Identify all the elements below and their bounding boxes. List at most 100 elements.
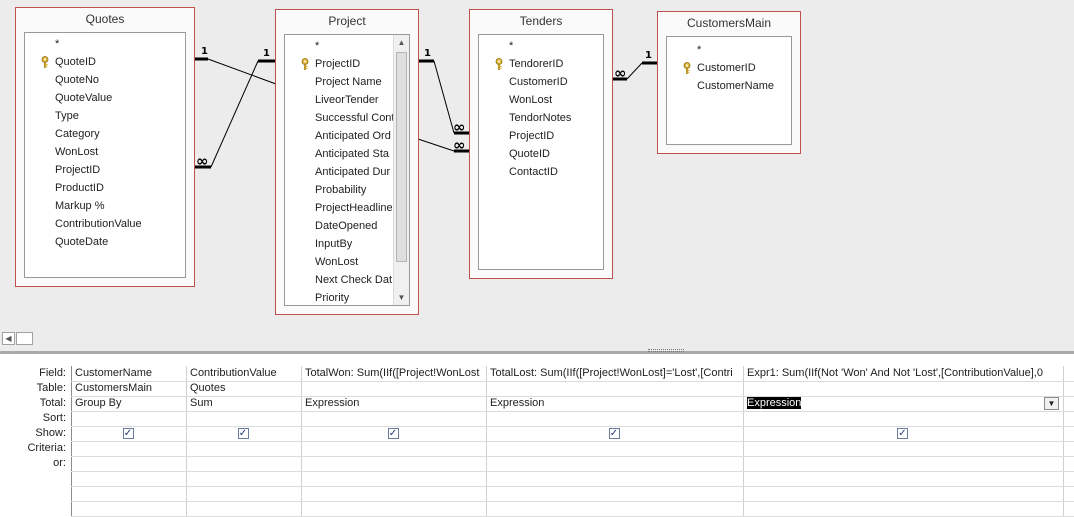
- grid-cell-sort[interactable]: [487, 411, 742, 426]
- grid-cell-text: ContributionValue: [190, 367, 277, 379]
- grid-cell-table[interactable]: [744, 381, 1062, 396]
- field-item[interactable]: LiveorTender: [315, 94, 379, 106]
- field-item[interactable]: CustomerName: [697, 80, 775, 92]
- field-item[interactable]: QuoteDate: [55, 236, 109, 248]
- grid-cell-field[interactable]: CustomerName: [72, 366, 185, 381]
- grid-cell-field[interactable]: Expr1: Sum(IIf(Not 'Won' And Not 'Lost',…: [744, 366, 1062, 381]
- show-checkbox[interactable]: ✓: [122, 428, 134, 439]
- field-item[interactable]: DateOpened: [315, 220, 378, 232]
- show-checkbox[interactable]: ✓: [897, 428, 908, 439]
- grid-cell-table[interactable]: [487, 381, 742, 396]
- field-item[interactable]: ContributionValue: [55, 218, 142, 230]
- grid-cell-table[interactable]: [302, 381, 485, 396]
- table-window-customersmain[interactable]: CustomersMain * CustomerID CustomerName: [657, 11, 801, 154]
- grid-cell-text: Quotes: [190, 382, 226, 394]
- table-title[interactable]: Project: [328, 14, 366, 28]
- field-item[interactable]: ProjectHeadline: [315, 202, 393, 214]
- grid-cell-text: Sum: [190, 397, 213, 409]
- grid-cell-sort[interactable]: [72, 411, 185, 426]
- field-all[interactable]: *: [697, 44, 702, 56]
- scroll-thumb[interactable]: [16, 332, 33, 345]
- table-title[interactable]: Quotes: [85, 12, 125, 26]
- grid-cell-total[interactable]: Expression: [487, 396, 742, 411]
- field-item[interactable]: TendorNotes: [509, 112, 572, 124]
- down-arrow-icon[interactable]: ▼: [397, 293, 406, 302]
- field-item[interactable]: ContactID: [509, 166, 558, 178]
- up-arrow-icon[interactable]: ▲: [397, 38, 406, 47]
- key-icon: [683, 62, 691, 74]
- field-item[interactable]: WonLost: [315, 256, 359, 268]
- grid-cell-sort[interactable]: [302, 411, 485, 426]
- field-item[interactable]: QuoteNo: [55, 74, 100, 86]
- field-item[interactable]: ProductID: [55, 182, 104, 194]
- left-arrow-icon[interactable]: ◀: [2, 332, 15, 345]
- grid-cell-field[interactable]: ContributionValue: [187, 366, 300, 381]
- field-item[interactable]: Priority: [315, 292, 350, 304]
- field-item[interactable]: Anticipated Dur: [315, 166, 391, 178]
- field-item[interactable]: QuoteValue: [55, 92, 113, 104]
- grid-row-divider: [71, 381, 1074, 382]
- grid-cell-sort[interactable]: [744, 411, 1062, 426]
- show-checkbox[interactable]: ✓: [387, 428, 399, 439]
- grid-row-label: Sort:: [42, 412, 66, 424]
- field-item[interactable]: Markup %: [55, 200, 105, 212]
- field-item[interactable]: ProjectID: [509, 130, 555, 142]
- field-item[interactable]: Anticipated Sta: [315, 148, 389, 160]
- field-item[interactable]: ProjectID: [285, 55, 392, 73]
- vertical-scrollbar[interactable]: ▲ ▼: [393, 35, 409, 305]
- field-item[interactable]: QuoteID: [509, 148, 550, 160]
- key-icon: [495, 58, 503, 70]
- field-item[interactable]: QuoteID: [25, 53, 185, 71]
- table-title[interactable]: Tenders: [519, 14, 563, 28]
- show-checkbox[interactable]: ✓: [608, 428, 620, 439]
- grid-cell-total[interactable]: Expression: [302, 396, 485, 411]
- pane-splitter[interactable]: [0, 347, 1074, 354]
- grid-cell-text: Group By: [75, 397, 122, 409]
- grid-cell-total[interactable]: Group By: [72, 396, 185, 411]
- field-item[interactable]: Successful Cont: [315, 112, 395, 124]
- field-item[interactable]: Next Check Dat: [315, 274, 393, 286]
- grid-cell-text: CustomersMain: [75, 382, 153, 394]
- grid-cell-total[interactable]: Expression▼: [744, 396, 1062, 411]
- field-all[interactable]: *: [509, 40, 514, 52]
- grid-cell-field[interactable]: TotalLost: Sum(IIf([Project!WonLost]='Lo…: [487, 366, 742, 381]
- field-all[interactable]: *: [315, 40, 320, 52]
- query-grid[interactable]: Field:Table:Total:Sort:Show:Criteria:or:…: [0, 366, 1074, 517]
- grid-row-divider: [71, 441, 1074, 442]
- field-item[interactable]: Anticipated Ord: [315, 130, 391, 142]
- field-item[interactable]: CustomerID: [509, 76, 568, 88]
- field-list[interactable]: * CustomerID CustomerName: [666, 36, 792, 145]
- field-item[interactable]: ProjectID: [55, 164, 101, 176]
- horizontal-scrollbar[interactable]: ◀: [0, 330, 1074, 347]
- field-all[interactable]: *: [55, 38, 60, 50]
- join-many-label: ∞: [453, 118, 466, 136]
- grid-row-divider: [71, 471, 1074, 472]
- field-item[interactable]: Category: [55, 128, 100, 140]
- field-item[interactable]: WonLost: [55, 146, 99, 158]
- field-item[interactable]: Type: [55, 110, 79, 122]
- field-item[interactable]: InputBy: [315, 238, 353, 250]
- splitter-grip[interactable]: [648, 349, 684, 352]
- grid-cell-table[interactable]: Quotes: [187, 381, 300, 396]
- field-item[interactable]: CustomerID: [667, 59, 791, 77]
- field-item[interactable]: TendorerID: [479, 55, 603, 73]
- grid-cell-table[interactable]: CustomersMain: [72, 381, 185, 396]
- scroll-thumb[interactable]: [396, 52, 407, 262]
- grid-cell-total[interactable]: Sum: [187, 396, 300, 411]
- field-item[interactable]: Project Name: [315, 76, 382, 88]
- grid-cell-field[interactable]: TotalWon: Sum(IIf([Project!WonLost: [302, 366, 485, 381]
- grid-cell-sort[interactable]: [187, 411, 300, 426]
- field-item[interactable]: Probability: [315, 184, 367, 196]
- field-item[interactable]: WonLost: [509, 94, 553, 106]
- show-checkbox[interactable]: ✓: [237, 428, 249, 439]
- table-title[interactable]: CustomersMain: [686, 16, 772, 30]
- chevron-down-icon[interactable]: ▼: [1044, 397, 1059, 410]
